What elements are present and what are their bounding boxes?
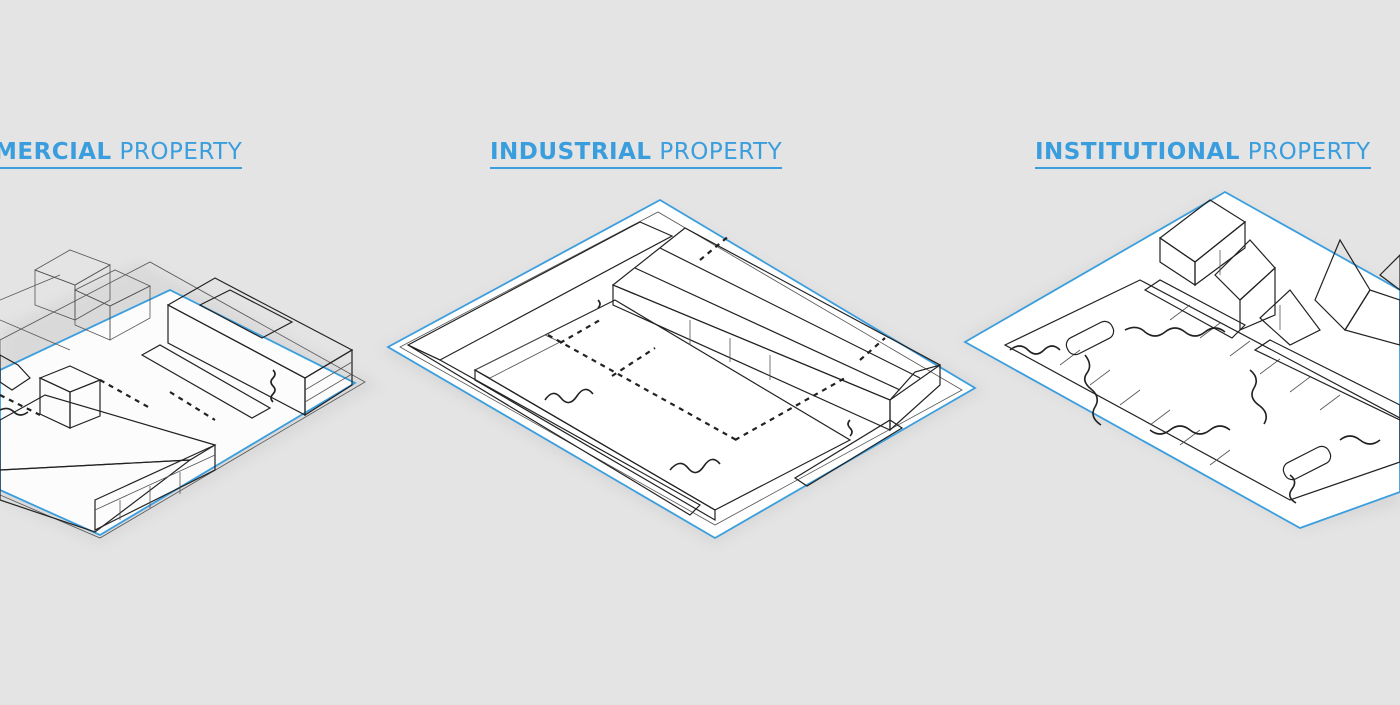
panel-title-institutional: INSTITUTIONAL PROPERTY [1035,138,1371,169]
industrial-warehouse [611,227,942,432]
commercial-green-strip [140,344,272,419]
panel-institutional: INSTITUTIONAL PROPERTY [980,0,1400,705]
panel-title-commercial: MERCIAL PROPERTY [0,138,243,169]
institutional-green-strip [1143,279,1246,339]
commercial-building-low [0,365,217,533]
industrial-lot [386,198,977,540]
institutional-island [1065,320,1115,356]
parking-stripes [1059,304,1341,466]
panel-commercial: MERCIAL PROPERTY [0,0,380,705]
institutional-illustration [960,190,1400,530]
title-bold: INSTITUTIONAL [1035,139,1240,165]
industrial-green-strip [407,344,701,516]
institutional-lot [963,190,1400,529]
title-bold: MERCIAL [0,139,112,165]
title-light: PROPERTY [111,139,243,165]
title-light: PROPERTY [1240,139,1371,165]
institutional-church [1158,199,1400,346]
industrial-illustration [380,198,985,545]
title-bold: INDUSTRIAL [490,139,652,165]
panel-industrial: INDUSTRIAL PROPERTY [380,0,980,705]
commercial-houses [0,249,151,351]
institutional-island [1282,445,1332,481]
industrial-green-strip [793,419,904,487]
commercial-green-strip [0,354,31,391]
commercial-building-tall [166,277,354,417]
title-light: PROPERTY [651,139,783,165]
institutional-parking [1003,279,1400,501]
commercial-illustration [0,249,380,545]
panel-title-industrial: INDUSTRIAL PROPERTY [490,138,783,169]
institutional-green-strip [1253,339,1400,421]
